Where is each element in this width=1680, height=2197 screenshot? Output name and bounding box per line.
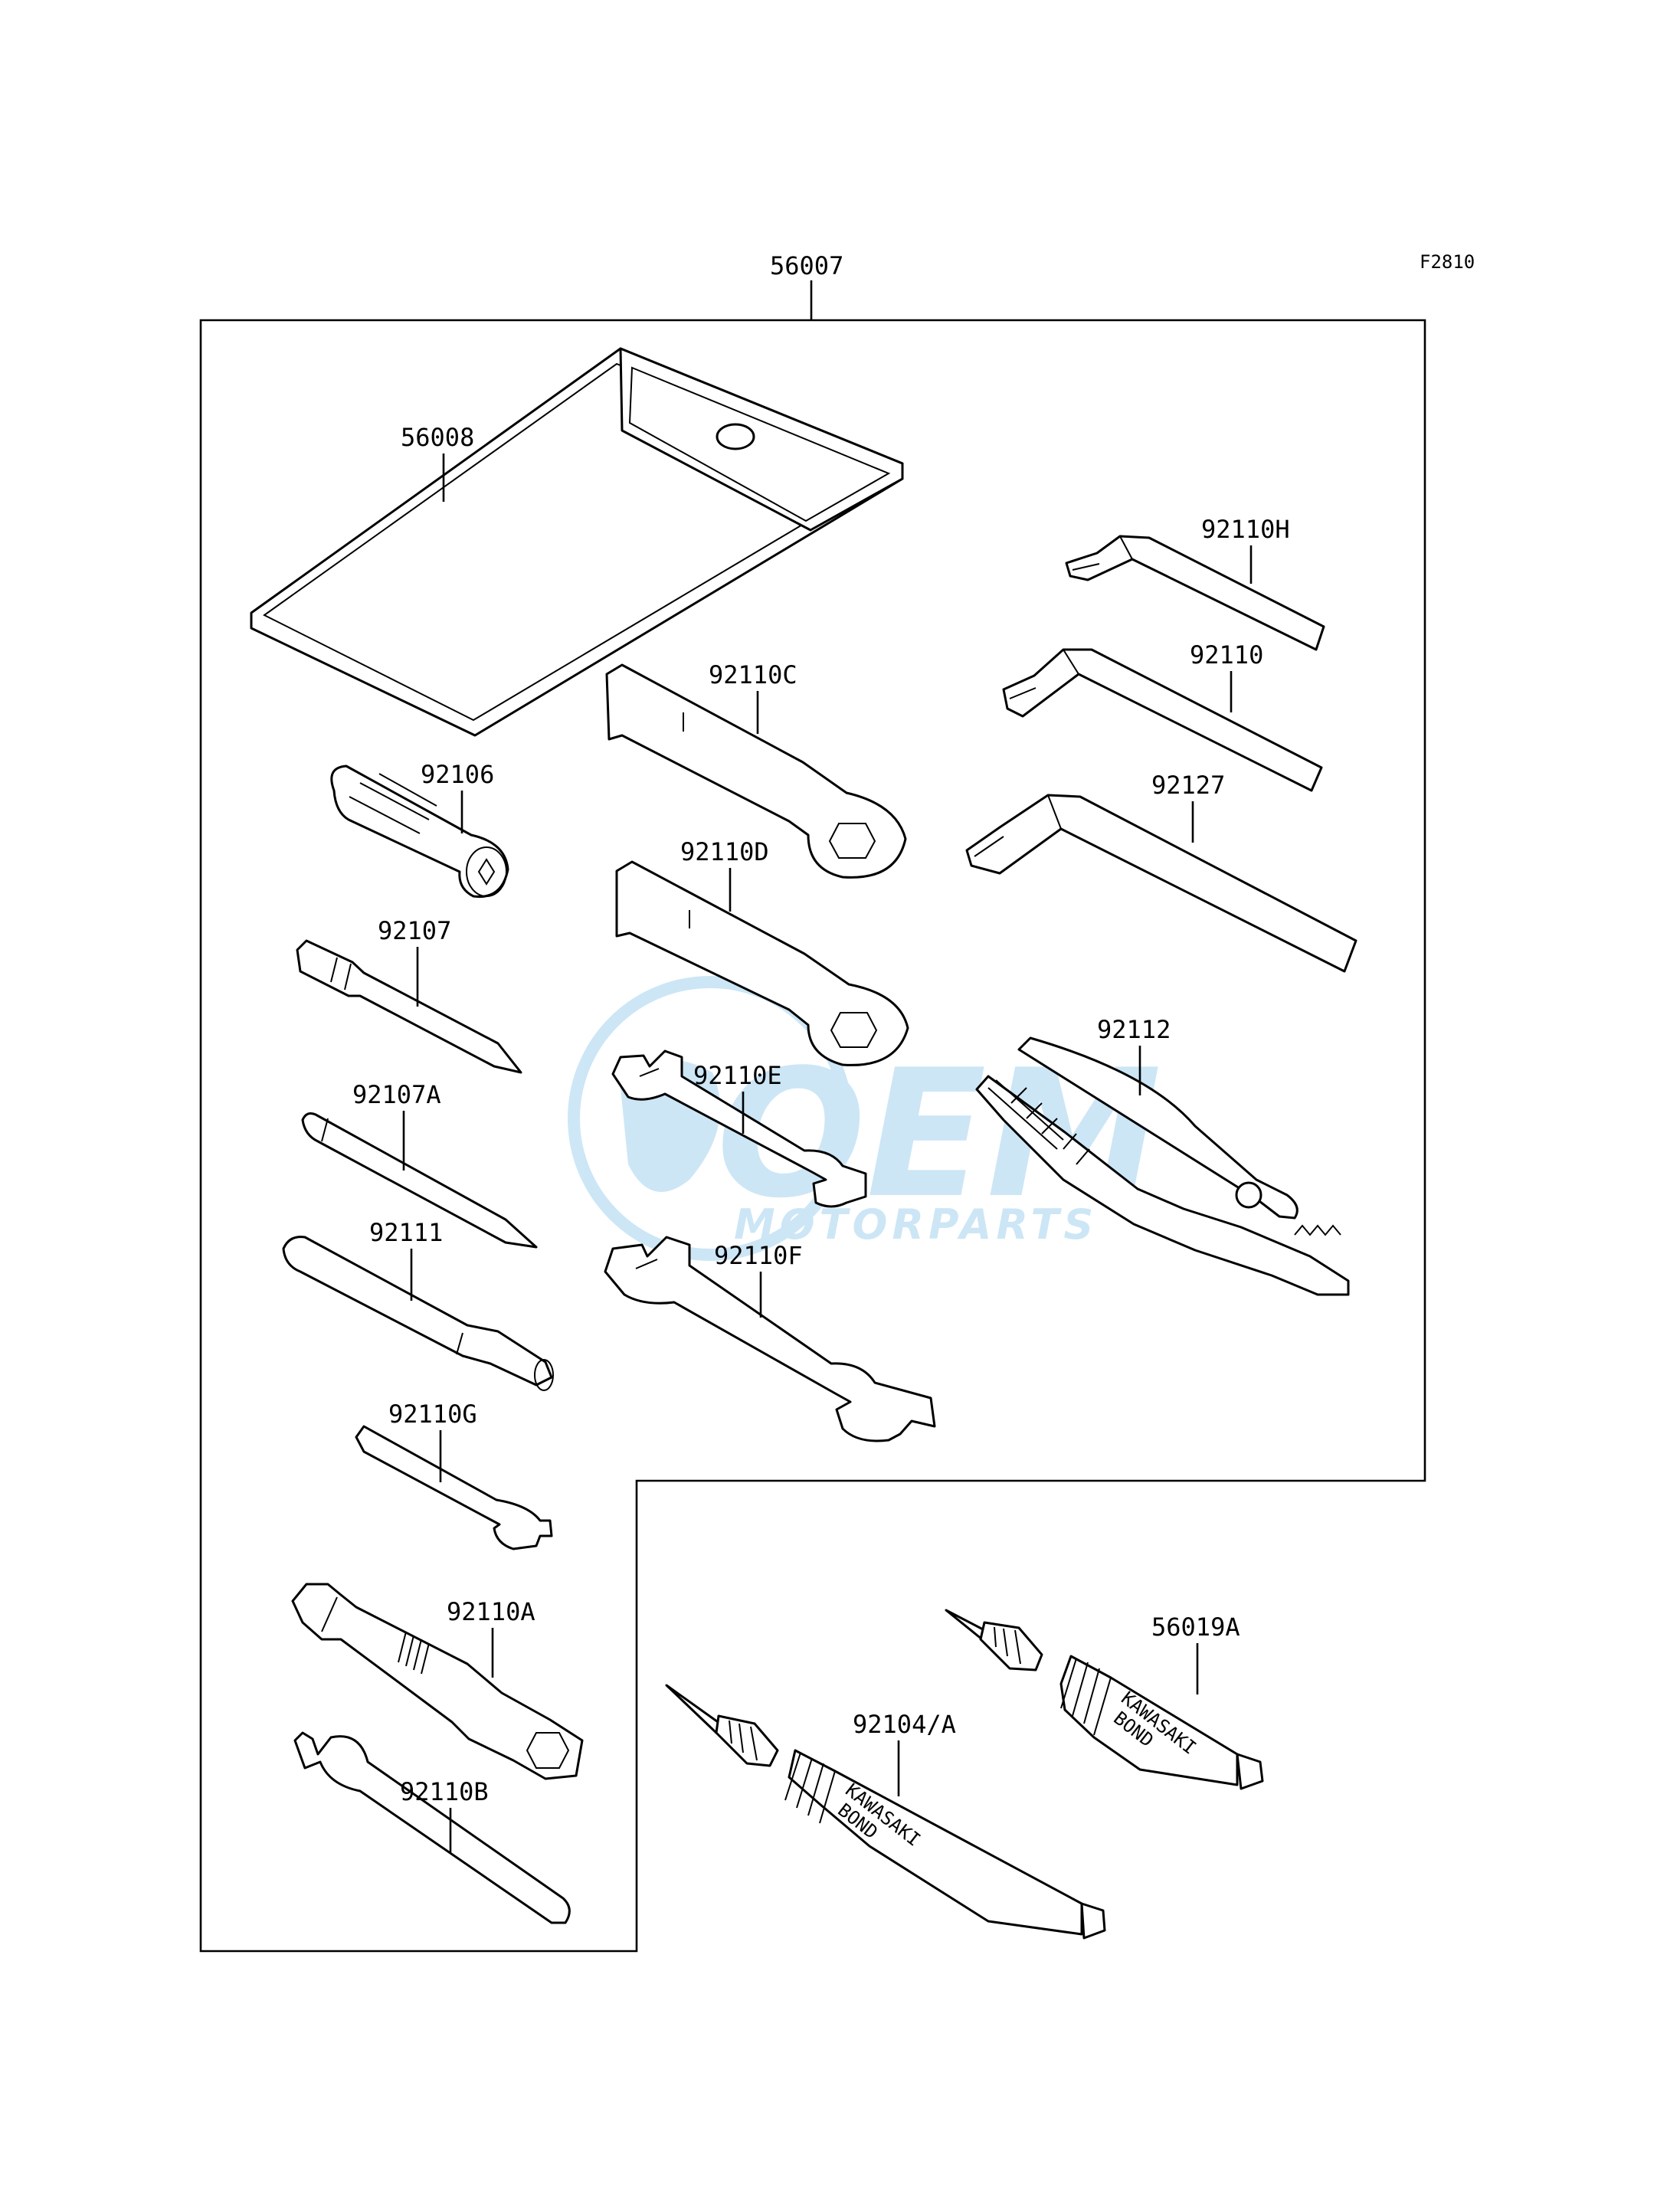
part-label-92107A: 92107A bbox=[352, 1080, 441, 1109]
extension-bar-92111 bbox=[282, 1236, 554, 1391]
screwdriver-handle-92106 bbox=[330, 765, 509, 899]
tool-bag-56008 bbox=[250, 347, 904, 737]
hook-wrench-92110B bbox=[293, 1731, 571, 1924]
part-label-92104A: 92104/A bbox=[853, 1710, 956, 1739]
part-label-92106: 92106 bbox=[421, 760, 494, 789]
part-label-56008: 56008 bbox=[401, 423, 474, 452]
watermark-tagline: MOTORPARTS bbox=[734, 1200, 1098, 1249]
hex-key-medium-92110 bbox=[1002, 648, 1323, 792]
part-label-56019A: 56019A bbox=[1151, 1613, 1240, 1642]
part-label-92110: 92110 bbox=[1190, 640, 1263, 670]
figure-code: F2810 bbox=[1420, 251, 1475, 273]
oem-motorparts-watermark: OEM MOTORPARTS bbox=[568, 976, 1162, 1261]
part-label-92111: 92111 bbox=[369, 1218, 443, 1247]
spark-plug-wrench-92110A bbox=[291, 1583, 584, 1780]
part-label-92110A: 92110A bbox=[447, 1597, 535, 1626]
part-label-92110B: 92110B bbox=[400, 1777, 489, 1806]
screwdriver-bit-92107 bbox=[296, 939, 522, 1074]
screwdriver-bit-92107A bbox=[301, 1112, 538, 1249]
part-label-56007: 56007 bbox=[770, 251, 843, 280]
open-end-wrench-small-92110G bbox=[355, 1425, 553, 1550]
open-end-wrench-92110F bbox=[604, 1236, 936, 1442]
hex-key-small-92110H bbox=[1065, 535, 1325, 651]
part-label-92110G: 92110G bbox=[388, 1400, 477, 1429]
globe-ring bbox=[568, 976, 853, 1261]
part-label-92110D: 92110D bbox=[680, 837, 769, 866]
part-label-92107: 92107 bbox=[378, 916, 451, 945]
box-wrench-92110C bbox=[605, 663, 907, 879]
pliers-92112 bbox=[975, 1036, 1350, 1296]
part-label-92110C: 92110C bbox=[709, 660, 797, 689]
hex-key-large-92127 bbox=[965, 794, 1357, 973]
part-label-92110F: 92110F bbox=[714, 1241, 803, 1270]
part-label-92112: 92112 bbox=[1097, 1015, 1171, 1044]
part-label-92110E: 92110E bbox=[693, 1061, 782, 1090]
part-label-92110H: 92110H bbox=[1201, 515, 1290, 544]
kit-enclosure bbox=[199, 319, 1426, 1953]
box-wrench-92110D bbox=[615, 860, 909, 1066]
open-end-wrench-92110E bbox=[611, 1049, 867, 1208]
part-label-92127: 92127 bbox=[1151, 771, 1225, 800]
